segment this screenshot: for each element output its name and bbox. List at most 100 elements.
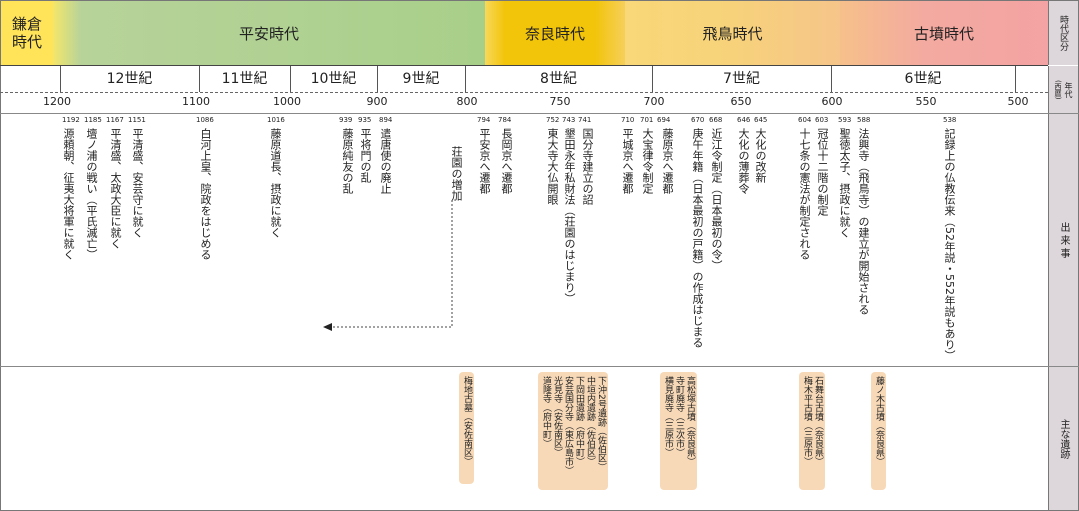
event-538: 記録上の仏教伝来（52年説・552年説もあり）	[943, 128, 956, 361]
tick-1000: 1000	[273, 95, 301, 108]
site-item: 寺町廃寺（三次市）	[674, 376, 684, 457]
site-item: 梅地古墓（安佐南区）	[462, 376, 472, 466]
year-label: 741	[578, 116, 592, 124]
event-894: 遣唐使の廃止	[379, 128, 392, 194]
event-shoen: 荘園の増加	[450, 146, 463, 201]
event-741: 国分寺建立の詔	[581, 128, 594, 205]
site-item: 藤ノ木古墳（奈良県）	[874, 376, 884, 466]
tick-900: 900	[366, 95, 388, 108]
shoen-arrow	[323, 200, 453, 331]
event-710: 平城京へ遷都	[621, 128, 634, 194]
century-divider	[60, 66, 61, 92]
year-label: 752	[546, 116, 560, 124]
year-label: 794	[477, 116, 491, 124]
divider-era	[0, 65, 1048, 66]
century-9: 9世紀	[402, 71, 440, 87]
site-item: 下沖2号遺跡（佐伯区）	[596, 376, 606, 472]
year-label: 894	[379, 116, 393, 124]
era-kamakura-line1: 鎌倉	[11, 15, 42, 33]
year-label: 1192	[62, 116, 80, 124]
year-label: 784	[498, 116, 512, 124]
tick-700: 700	[643, 95, 665, 108]
dashed-axis	[0, 92, 1048, 93]
century-divider	[1015, 66, 1016, 92]
site-box-3: 高松塚古墳（奈良県） 寺町廃寺（三次市） 横見廃寺（三原市）	[660, 372, 697, 490]
year-label: 668	[709, 116, 723, 124]
era-nara: 奈良時代	[485, 1, 625, 65]
event-588: 法興寺（飛鳥寺）の建立が開始される	[857, 128, 870, 315]
tick-600: 600	[821, 95, 843, 108]
event-1185: 壇ノ浦の戦い（平氏滅亡）	[85, 128, 98, 260]
year-label: 604	[798, 116, 812, 124]
year-label: 670	[691, 116, 705, 124]
event-935: 平将門の乱	[359, 128, 372, 183]
label-nendai: 年代 (西暦)	[1048, 66, 1078, 114]
site-box-1: 梅地古墓（安佐南区）	[459, 372, 474, 484]
year-label: 935	[358, 116, 372, 124]
era-heian: 平安時代	[53, 1, 485, 65]
year-label: 538	[943, 116, 957, 124]
site-item: 梅木平古墳（三原市）	[802, 376, 812, 466]
century-divider	[831, 66, 832, 92]
event-1192: 源頼朝、征夷大将軍に就く	[62, 128, 75, 260]
century-divider	[290, 66, 291, 92]
site-item: 中垣内遺跡（佐伯区）	[585, 376, 595, 466]
century-divider	[377, 66, 378, 92]
event-794: 平安京へ遷都	[478, 128, 491, 194]
century-divider	[465, 66, 466, 92]
tick-1200: 1200	[43, 95, 71, 108]
label-era-division-text: 時代区分	[1058, 15, 1068, 51]
event-1086: 白河上皇、院政をはじめる	[199, 128, 212, 260]
year-label: 646	[737, 116, 751, 124]
event-694: 藤原京へ遷都	[661, 128, 674, 194]
era-heian-label: 平安時代	[238, 24, 299, 43]
divider-sites	[0, 366, 1079, 367]
year-label: 1151	[128, 116, 146, 124]
year-label: 1086	[196, 116, 214, 124]
site-item: 石舞台古墳（奈良県）	[813, 376, 823, 466]
year-label: 603	[815, 116, 829, 124]
year-label: 743	[562, 116, 576, 124]
label-events-text: 出 来 事	[1058, 221, 1069, 259]
year-label: 588	[857, 116, 871, 124]
century-11: 11世紀	[221, 71, 268, 87]
year-label: 593	[838, 116, 852, 124]
era-asuka: 飛鳥時代	[625, 1, 840, 65]
event-646: 大化の薄葬令	[737, 128, 750, 194]
century-10: 10世紀	[310, 71, 357, 87]
era-asuka-label: 飛鳥時代	[702, 24, 763, 43]
century-7: 7世紀	[723, 71, 760, 87]
site-box-5: 藤ノ木古墳（奈良県）	[871, 372, 886, 490]
site-box-4: 石舞台古墳（奈良県） 梅木平古墳（三原市）	[799, 372, 825, 490]
event-701: 大宝律令制定	[641, 128, 654, 194]
year-label: 1167	[106, 116, 124, 124]
tick-1100: 1100	[182, 95, 210, 108]
year-label: 939	[339, 116, 353, 124]
year-label: 701	[640, 116, 654, 124]
era-kofun-label: 古墳時代	[913, 24, 974, 43]
event-743: 墾田永年私財法（荘園のはじまり）	[563, 128, 576, 304]
tick-550: 550	[915, 95, 937, 108]
century-6: 6世紀	[904, 71, 942, 87]
era-kamakura: 鎌倉 時代	[1, 1, 53, 65]
century-divider	[199, 66, 200, 92]
event-752: 東大寺大仏開眼	[546, 128, 559, 205]
century-12: 12世紀	[106, 71, 153, 87]
event-603: 冠位十二階の制定	[816, 128, 829, 216]
label-sites: 主な遺跡	[1048, 366, 1078, 511]
site-item: 横見廃寺（三原市）	[663, 376, 673, 457]
site-item: 光見寺（安佐南区）	[552, 376, 562, 457]
year-label: 1185	[84, 116, 102, 124]
tick-500: 500	[1007, 95, 1029, 108]
site-box-2: 下沖2号遺跡（佐伯区） 中垣内遺跡（佐伯区） 下岡田遺跡（府中町） 安芸国分寺（…	[538, 372, 608, 490]
event-784: 長岡京へ遷都	[500, 128, 513, 194]
event-1167: 平清盛、太政大臣に就く	[109, 128, 122, 249]
event-939: 藤原純友の乱	[341, 128, 354, 194]
event-1016: 藤原道長、摂政に就く	[269, 128, 282, 238]
era-kofun: 古墳時代	[840, 1, 1048, 65]
event-670: 庚午年籍（日本最初の戸籍）の作成はじまる	[691, 128, 704, 348]
year-label: 710	[621, 116, 635, 124]
event-593: 聖徳太子、摂政に就く	[838, 128, 851, 238]
label-events: 出 来 事	[1048, 114, 1078, 366]
label-seireki-text: (西暦)	[1054, 80, 1062, 100]
